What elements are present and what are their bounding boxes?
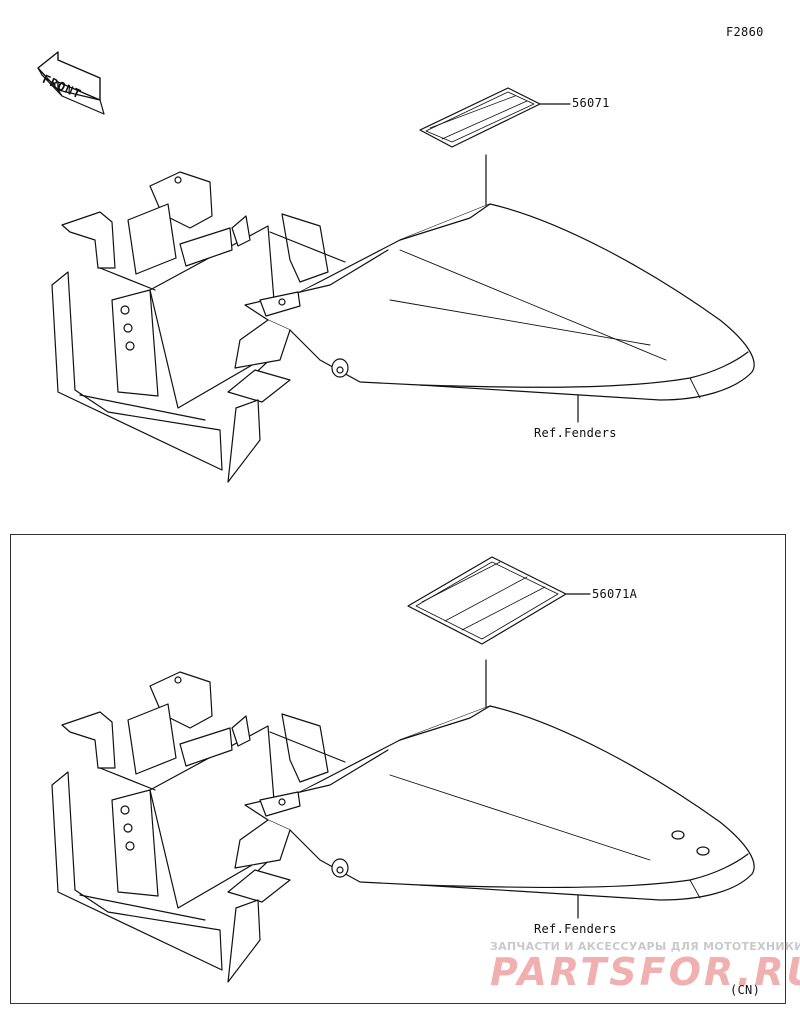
watermark-tagline: ЗАПЧАСТИ И АКСЕССУАРЫ ДЛЯ МОТОТЕХНИКИ — [490, 940, 800, 953]
rear-fender-top — [234, 203, 755, 401]
part-label-56071[interactable]: 56071 — [572, 96, 610, 110]
watermark-brand: PARTSFOR.RU — [490, 950, 800, 994]
bottom-assembly — [51, 556, 755, 983]
top-assembly — [51, 87, 755, 483]
variant-note: (CN) — [730, 983, 761, 997]
rear-fender-bottom — [234, 705, 755, 901]
ref-fenders-top[interactable]: Ref.Fenders — [534, 426, 617, 440]
figure-code: F2860 — [726, 25, 764, 39]
part-label-56071A[interactable]: 56071A — [592, 587, 638, 601]
ref-fenders-bottom[interactable]: Ref.Fenders — [534, 922, 617, 936]
decal-56071 — [419, 87, 541, 148]
tail-bracket-bottom — [51, 671, 346, 983]
front-arrow-icon — [37, 51, 105, 115]
variant-panel-frame — [10, 534, 786, 1004]
